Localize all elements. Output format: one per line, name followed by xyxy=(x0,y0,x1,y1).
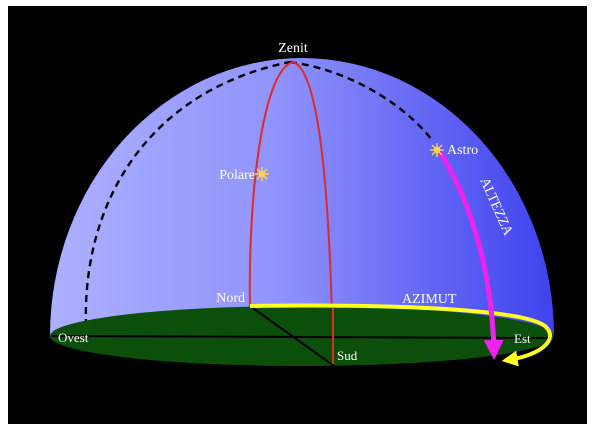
astro-star-icon xyxy=(430,143,444,157)
label-polaris: Polare xyxy=(219,168,255,183)
north-south-line xyxy=(249,305,335,367)
celestial-dome xyxy=(50,58,554,336)
dashed-hour-circle-east xyxy=(289,60,433,141)
meridian-line xyxy=(248,60,334,365)
label-astro: Astro xyxy=(447,143,478,158)
label-east: Est xyxy=(514,331,531,346)
dashed-hour-circle xyxy=(84,60,291,327)
label-zenith: Zenit xyxy=(278,41,308,56)
label-azimuth: AZIMUT xyxy=(402,292,457,307)
altitude-arrow xyxy=(437,150,504,360)
label-west: Ovest xyxy=(58,330,89,345)
label-south: Sud xyxy=(337,348,358,363)
polaris-star-icon xyxy=(255,167,269,181)
west-east-line xyxy=(51,335,553,339)
azimuth-arrow xyxy=(249,303,553,367)
label-north: Nord xyxy=(216,291,245,306)
